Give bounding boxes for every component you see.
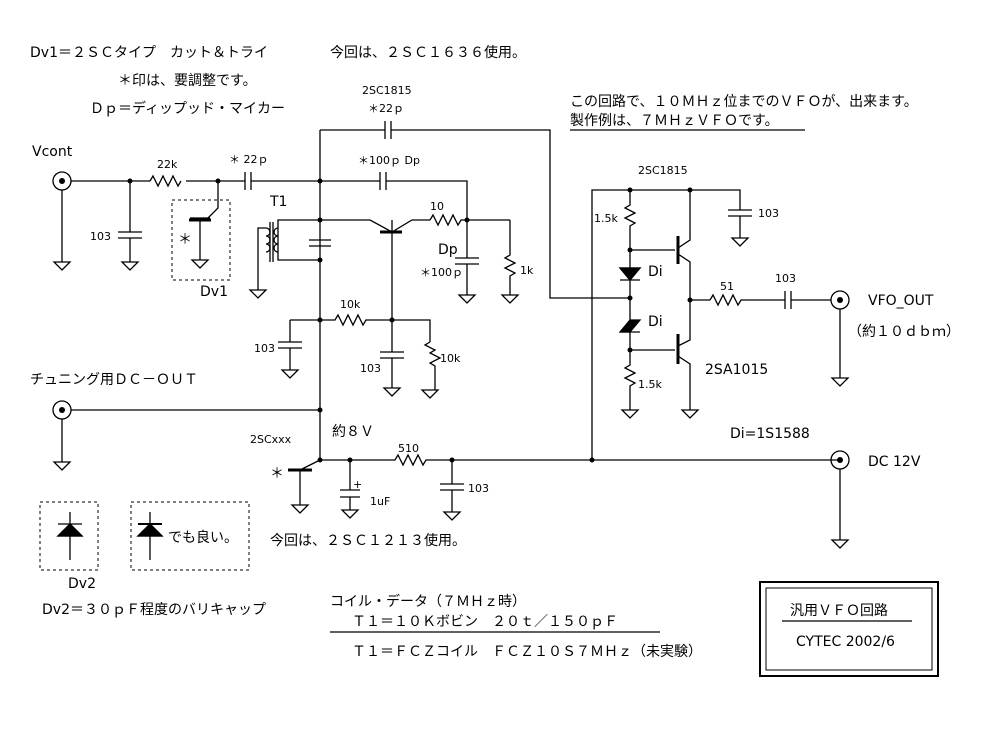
label-q2: 2SC1815 bbox=[638, 164, 688, 177]
pnp-buffer bbox=[677, 299, 710, 419]
res-1k bbox=[500, 220, 520, 304]
bias-wire bbox=[290, 313, 431, 342]
tuning-wire bbox=[52, 409, 320, 471]
t1-secondary bbox=[273, 227, 279, 253]
cap-103-vcont bbox=[118, 181, 142, 271]
res-22k-label: 22k bbox=[157, 158, 178, 171]
res-10-label: 10 bbox=[430, 200, 444, 213]
cap-100p-dp-label: ＊100ｐ Dp bbox=[358, 154, 420, 167]
cap-22p-label: ＊ 22ｐ bbox=[229, 153, 269, 166]
label-vfo-out: VFO_OUT bbox=[868, 293, 934, 309]
res-1k-label: 1k bbox=[520, 264, 534, 277]
title-box-inner bbox=[765, 587, 933, 671]
cap-100p-dp bbox=[320, 172, 468, 220]
label-vcont: Vcont bbox=[32, 144, 73, 160]
note-dp: Ｄｐ＝ディップッド・マイカー bbox=[90, 100, 285, 117]
t1-core bbox=[269, 222, 274, 262]
label-dc12: DC 12V bbox=[868, 454, 921, 470]
cap-1uf-plus: + bbox=[353, 478, 362, 491]
label-v8: 約８Ｖ bbox=[332, 424, 374, 440]
cap-top-22p bbox=[384, 121, 392, 139]
cap-1uf bbox=[340, 460, 360, 519]
cap-1uf-label: 1uF bbox=[370, 495, 390, 508]
label-q4: 2SCxxx bbox=[250, 433, 292, 446]
cap-tank bbox=[309, 239, 331, 247]
title-box-credit: CYTEC 2002/6 bbox=[796, 634, 895, 650]
dv2-alt-box bbox=[130, 501, 250, 571]
output-path bbox=[709, 291, 831, 309]
res-1-5k-top bbox=[623, 190, 637, 250]
diode-top bbox=[618, 250, 642, 320]
note-dv1-used: 今回は、２ＳＣ１６３６使用。 bbox=[330, 44, 526, 61]
label-q1: 2SC1815 bbox=[362, 84, 412, 97]
dv1-transistor bbox=[190, 181, 219, 269]
res-510-label: 510 bbox=[398, 442, 419, 455]
t1-primary-wire bbox=[277, 219, 320, 261]
title-box-title: 汎用ＶＦＯ回路 bbox=[790, 603, 888, 619]
res-1-5k-bottom bbox=[620, 350, 640, 419]
cap-103-supply-label: 103 bbox=[468, 482, 489, 495]
note-dv1: Dv1＝２ＳＣタイプ カット＆トライ bbox=[30, 45, 268, 61]
t1-primary bbox=[248, 227, 271, 299]
label-di-top: Di bbox=[648, 264, 663, 280]
coil-line-1: Ｔ１＝１０Ｋボビン ２０ｔ／１５０ｐＦ bbox=[352, 614, 618, 630]
vcont-ground bbox=[52, 190, 72, 271]
res-10k-base bbox=[420, 341, 442, 399]
cap-103-bias-label: 103 bbox=[254, 342, 275, 355]
note-circuit-1: この回路で、１０ＭＨｚ位までのＶＦＯが、出来ます。 bbox=[570, 94, 918, 110]
npn-buffer bbox=[630, 190, 691, 300]
dv1-star: ＊ bbox=[178, 232, 192, 248]
label-tuning: チュニング用ＤＣ－ＯＵＴ bbox=[30, 372, 198, 388]
dv2-box bbox=[39, 501, 99, 571]
supply-rail bbox=[320, 453, 840, 467]
buffer-supply bbox=[591, 189, 752, 460]
res-1-5k-top-label: 1.5k bbox=[594, 212, 618, 225]
title-box-outer bbox=[759, 581, 939, 677]
cap-dp-100p-label: ＊100ｐ bbox=[420, 266, 463, 279]
diode-bottom bbox=[618, 319, 642, 333]
osc-transistor-wire bbox=[320, 219, 393, 320]
note-adjust: ＊印は、要調整です。 bbox=[118, 73, 257, 89]
note-sc-used: 今回は、２ＳＣ１２１３使用。 bbox=[270, 532, 466, 549]
label-dp: Dp bbox=[438, 242, 458, 258]
cap-103-bias bbox=[278, 320, 302, 379]
label-q1-cap: ＊22ｐ bbox=[368, 102, 404, 115]
vcont-terminal bbox=[52, 171, 72, 191]
res-10k-base-label: 10k bbox=[440, 352, 461, 365]
label-di-note: Di=1S1588 bbox=[730, 426, 810, 442]
q4-star: ＊ bbox=[270, 466, 284, 482]
cap-103-out-label: 103 bbox=[775, 272, 796, 285]
coil-line-2: Ｔ１＝ＦＣＺコイル ＦＣＺ１０Ｓ７ＭＨｚ（未実験） bbox=[352, 644, 702, 660]
label-dbm: （約１０ｄｂｍ） bbox=[848, 324, 960, 340]
label-dv2: Dv2 bbox=[68, 576, 96, 592]
note-circuit-2: 製作例は、７ＭＨｚＶＦＯです。 bbox=[570, 113, 779, 129]
cap-22p bbox=[244, 172, 320, 190]
cap-103-buffer-label: 103 bbox=[758, 207, 779, 220]
tuning-terminal bbox=[52, 400, 72, 420]
cap-dp-100p bbox=[455, 220, 479, 304]
note-ok: でも良い。 bbox=[168, 530, 238, 546]
note-dv2: Dv2＝３０ｐＦ程度のバリキャップ bbox=[42, 602, 266, 618]
vfo-out-ground bbox=[830, 309, 850, 387]
dv1-box bbox=[171, 199, 231, 281]
coil-title: コイル・データ（７ＭＨｚ時） bbox=[330, 593, 526, 610]
cap-103-base-label: 103 bbox=[360, 362, 381, 375]
res-10 bbox=[429, 213, 510, 227]
res-22k bbox=[149, 174, 182, 188]
label-t1: T1 bbox=[269, 194, 287, 210]
cap-103-base bbox=[380, 320, 404, 397]
res-10k-label: 10k bbox=[340, 298, 361, 311]
regulator-transistor bbox=[288, 459, 321, 514]
label-q3: 2SA1015 bbox=[705, 362, 768, 378]
vfo-out-terminal bbox=[830, 290, 850, 310]
res-1-5k-bottom-label: 1.5k bbox=[638, 378, 662, 391]
dc12-ground bbox=[830, 469, 850, 549]
wire-top-feedback bbox=[320, 129, 630, 299]
label-dv1: Dv1 bbox=[200, 284, 228, 300]
cap-103-supply bbox=[440, 460, 464, 521]
res-51-label: 51 bbox=[720, 280, 734, 293]
cap-103-vcont-label: 103 bbox=[90, 230, 111, 243]
label-di-bottom: Di bbox=[648, 314, 663, 330]
